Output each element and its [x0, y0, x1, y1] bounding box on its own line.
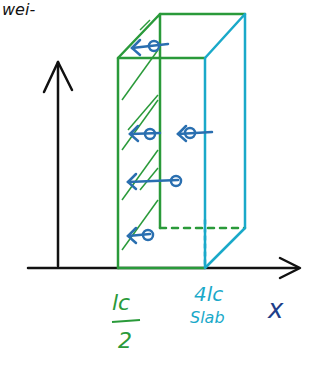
slab-label: Slab [190, 310, 225, 326]
position-label: lc [112, 292, 130, 314]
axis-caption: wei- [2, 2, 35, 18]
position-label: 2 [118, 330, 132, 352]
position-label: 4lc [194, 284, 223, 304]
axis-label: x [268, 296, 283, 322]
